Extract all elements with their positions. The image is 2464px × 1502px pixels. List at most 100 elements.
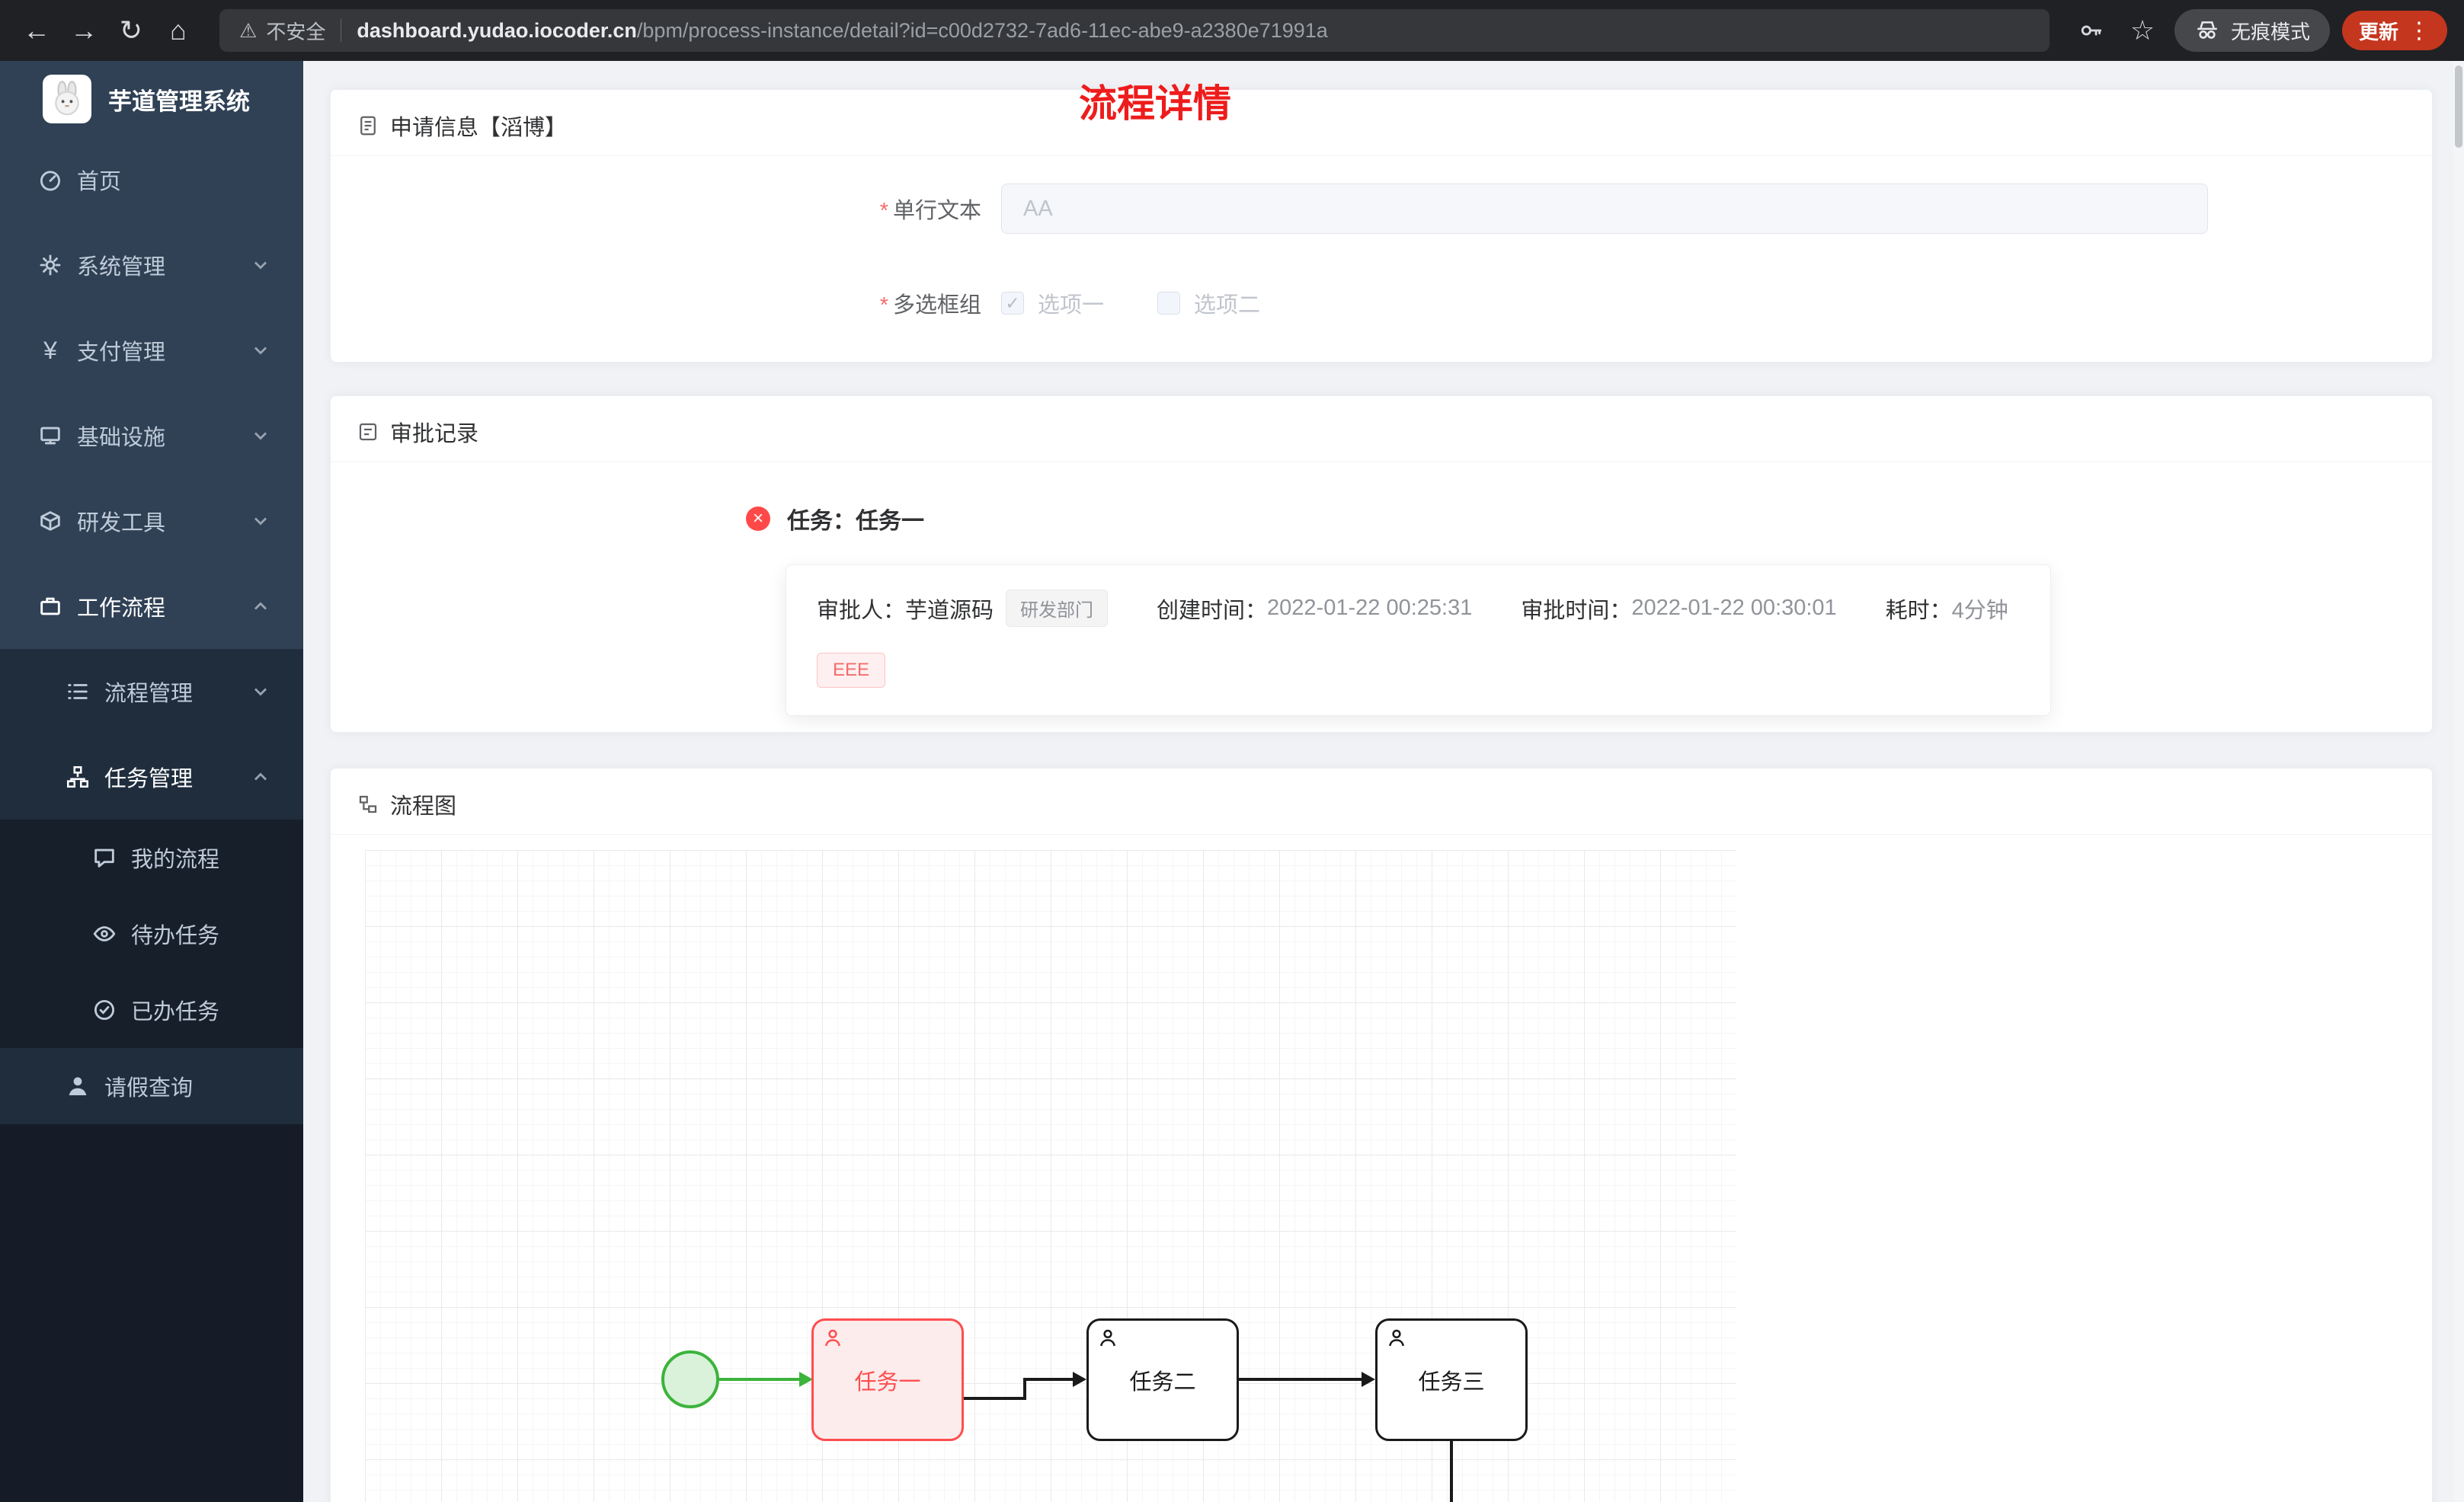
text-field-label-text: 单行文本 bbox=[892, 199, 981, 223]
sidebar-item-process-mgmt[interactable]: 流程管理 bbox=[0, 649, 303, 734]
scrollbar-track[interactable] bbox=[2453, 61, 2464, 1502]
browser-menu-icon[interactable]: ⋮ bbox=[2408, 18, 2430, 43]
list-icon bbox=[68, 684, 88, 699]
checkbox-group-label-text: 多选框组 bbox=[892, 293, 981, 318]
sidebar-item-workflow[interactable]: 工作流程 bbox=[0, 564, 303, 649]
logo-avatar bbox=[43, 75, 91, 123]
dashboard-icon bbox=[40, 171, 61, 191]
sidebar-item-label: 已办任务 bbox=[131, 1000, 220, 1024]
checkbox-checked-icon: ✓ bbox=[1001, 292, 1024, 315]
yen-icon: ¥ bbox=[43, 336, 57, 364]
org-tree-icon bbox=[66, 765, 89, 788]
bpmn-task-label: 任务三 bbox=[1418, 1369, 1485, 1395]
sidebar-item-devtools[interactable]: 研发工具 bbox=[0, 478, 303, 564]
password-key-icon[interactable] bbox=[2071, 11, 2110, 50]
duration-label: 耗时： bbox=[1885, 598, 1952, 623]
approval-detail-card: 审批人： 芋道源码 研发部门 创建时间： 2022-01-22 00:25:31… bbox=[786, 564, 2051, 716]
checkbox-option-1-label: 选项一 bbox=[1038, 293, 1105, 318]
app-logo[interactable]: 芋道管理系统 bbox=[0, 61, 303, 137]
sidebar-item-label: 支付管理 bbox=[77, 340, 166, 365]
sidebar-item-label: 任务管理 bbox=[104, 767, 194, 791]
approval-timeline: × 任务：任务一 审批人： 芋道源码 研发部门 创建时间： bbox=[331, 462, 2432, 716]
update-button[interactable]: 更新 ⋮ bbox=[2341, 11, 2447, 50]
apply-info-header: 申请信息【滔博】 bbox=[331, 90, 2432, 156]
back-button[interactable]: ← bbox=[23, 14, 50, 46]
forward-button[interactable]: → bbox=[70, 14, 98, 46]
created-group: 创建时间： 2022-01-22 00:25:31 bbox=[1157, 593, 1472, 625]
sidebar-item-infrastructure[interactable]: 基础设施 bbox=[0, 393, 303, 478]
record-icon bbox=[359, 423, 377, 441]
department-tag: 研发部门 bbox=[1006, 590, 1109, 627]
sidebar-item-label: 我的流程 bbox=[131, 848, 220, 872]
user-icon bbox=[69, 1077, 87, 1096]
scrollbar-thumb[interactable] bbox=[2455, 66, 2462, 148]
reload-button[interactable]: ↻ bbox=[119, 14, 143, 46]
sidebar-item-label: 基础设施 bbox=[77, 426, 166, 450]
start-event bbox=[661, 1350, 719, 1408]
bpmn-task-label: 任务二 bbox=[1129, 1369, 1196, 1395]
sidebar-item-label: 工作流程 bbox=[77, 596, 166, 621]
user-task-icon bbox=[1389, 1329, 1404, 1347]
not-secure-label: 不安全 bbox=[266, 20, 326, 43]
timeline-task-title: 任务：任务一 bbox=[787, 509, 924, 534]
apply-info-card: 申请信息【滔博】 *单行文本 *多选框组 ✓ 选项一 bbox=[330, 89, 2433, 363]
eye-icon bbox=[93, 926, 116, 941]
sidebar-item-leave-query[interactable]: 请假查询 bbox=[0, 1048, 303, 1124]
checkbox-group-row: *多选框组 ✓ 选项一 选项二 bbox=[331, 287, 2432, 319]
timeline-task: × 任务：任务一 bbox=[746, 502, 2432, 535]
bpmn-task-1: 任务一 bbox=[811, 1318, 964, 1441]
approval-record-card: 审批记录 × 任务：任务一 审批人： 芋道源码 研发部门 bbox=[330, 395, 2433, 733]
single-line-text-input bbox=[1001, 184, 2208, 234]
checkbox-option-1: ✓ 选项一 bbox=[1001, 287, 1104, 319]
home-button[interactable]: ⌂ bbox=[170, 14, 187, 46]
bpmn-task-3: 任务三 bbox=[1375, 1318, 1528, 1441]
process-diagram-card: 流程图 任务一 bbox=[330, 768, 2433, 1502]
sidebar-filler bbox=[0, 1124, 303, 1502]
sidebar: 芋道管理系统 首页 系统管理 ¥ 支付管理 基础设施 bbox=[0, 61, 303, 1502]
url-domain: dashboard.yudao.iocoder.cn bbox=[357, 18, 637, 42]
chevron-down-icon bbox=[254, 517, 267, 526]
sidebar-item-label: 待办任务 bbox=[131, 924, 220, 948]
chevron-down-icon bbox=[254, 688, 267, 696]
required-marker: * bbox=[879, 293, 888, 318]
sidebar-item-label: 请假查询 bbox=[104, 1076, 194, 1101]
sidebar-item-my-process[interactable]: 我的流程 bbox=[0, 820, 303, 896]
user-task-icon bbox=[825, 1329, 840, 1347]
created-label: 创建时间： bbox=[1157, 598, 1268, 623]
check-circle-icon bbox=[94, 999, 115, 1021]
chevron-down-icon bbox=[254, 432, 267, 440]
toolbox-icon bbox=[40, 511, 60, 531]
sidebar-item-label: 系统管理 bbox=[77, 255, 166, 280]
incognito-label: 无痕模式 bbox=[2230, 20, 2310, 43]
apply-info-title: 申请信息【滔博】 bbox=[390, 116, 568, 140]
approver-group: 审批人： 芋道源码 研发部门 bbox=[817, 590, 1109, 627]
gear-icon bbox=[40, 254, 61, 276]
checkbox-group-label: *多选框组 bbox=[331, 287, 1001, 319]
sidebar-item-done-tasks[interactable]: 已办任务 bbox=[0, 972, 303, 1048]
text-field-row: *单行文本 bbox=[331, 184, 2432, 234]
document-icon bbox=[360, 116, 376, 136]
approved-time: 2022-01-22 00:30:01 bbox=[1631, 596, 1837, 620]
address-bar[interactable]: ⚠ 不安全 dashboard.yudao.iocoder.cn /bpm/pr… bbox=[219, 9, 2050, 52]
briefcase-icon bbox=[40, 597, 60, 615]
duration-group: 耗时： 4分钟 bbox=[1886, 593, 2008, 625]
approved-label: 审批时间： bbox=[1521, 598, 1632, 623]
approval-record-title: 审批记录 bbox=[390, 422, 479, 446]
chevron-up-icon bbox=[254, 602, 267, 610]
bookmark-star-icon[interactable]: ☆ bbox=[2130, 14, 2155, 46]
not-secure-icon: ⚠ bbox=[239, 18, 258, 42]
sidebar-item-todo-tasks[interactable]: 待办任务 bbox=[0, 896, 303, 972]
bpmn-task-2: 任务二 bbox=[1086, 1318, 1239, 1441]
sidebar-item-task-mgmt[interactable]: 任务管理 bbox=[0, 734, 303, 820]
sidebar-item-system[interactable]: 系统管理 bbox=[0, 222, 303, 308]
sidebar-item-home[interactable]: 首页 bbox=[0, 137, 303, 222]
browser-chrome: ← → ↻ ⌂ ⚠ 不安全 dashboard.yudao.iocoder.cn… bbox=[0, 0, 2464, 61]
bpmn-canvas[interactable]: 任务一 任务二 任务三 bbox=[365, 850, 2398, 1502]
chevron-down-icon bbox=[254, 261, 267, 270]
bpmn-connectors bbox=[661, 1350, 1453, 1502]
sidebar-item-payment[interactable]: ¥ 支付管理 bbox=[0, 308, 303, 393]
chat-icon bbox=[94, 848, 114, 868]
checkbox-unchecked-icon bbox=[1157, 292, 1181, 315]
process-diagram-title: 流程图 bbox=[390, 794, 457, 819]
